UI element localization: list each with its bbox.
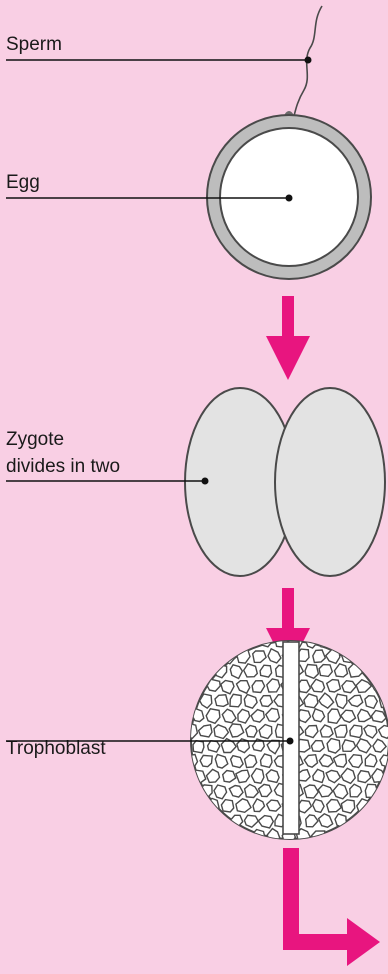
cell [230,694,241,707]
zygote-cell-right [275,388,385,576]
cell [365,696,377,709]
cell [327,739,340,754]
cell [221,800,233,812]
cell [327,680,341,692]
cell [328,830,339,843]
cell [215,695,228,707]
cell [208,741,220,752]
cell [267,800,281,811]
cell [245,755,257,768]
arrow-down-icon [266,296,310,380]
cell [313,650,326,663]
cell [215,815,228,827]
cell [349,664,363,677]
cell [193,679,205,692]
cell [341,648,356,662]
cell [200,755,212,766]
cell [319,665,332,677]
arrow-turn-right-icon [283,848,380,966]
trophoblast-figure [183,634,388,844]
cell [246,726,257,738]
sperm-figure [283,6,322,133]
cell [312,831,325,841]
cell [305,665,318,679]
cell [185,754,198,767]
zygote-figure [185,388,385,576]
cell [341,800,354,813]
cell [260,696,272,707]
cell [184,695,198,707]
cell [243,635,257,647]
cell [207,798,219,811]
cell [335,725,348,737]
cell [193,741,204,753]
cell [328,709,341,723]
cell [336,694,347,708]
cell [199,785,213,797]
